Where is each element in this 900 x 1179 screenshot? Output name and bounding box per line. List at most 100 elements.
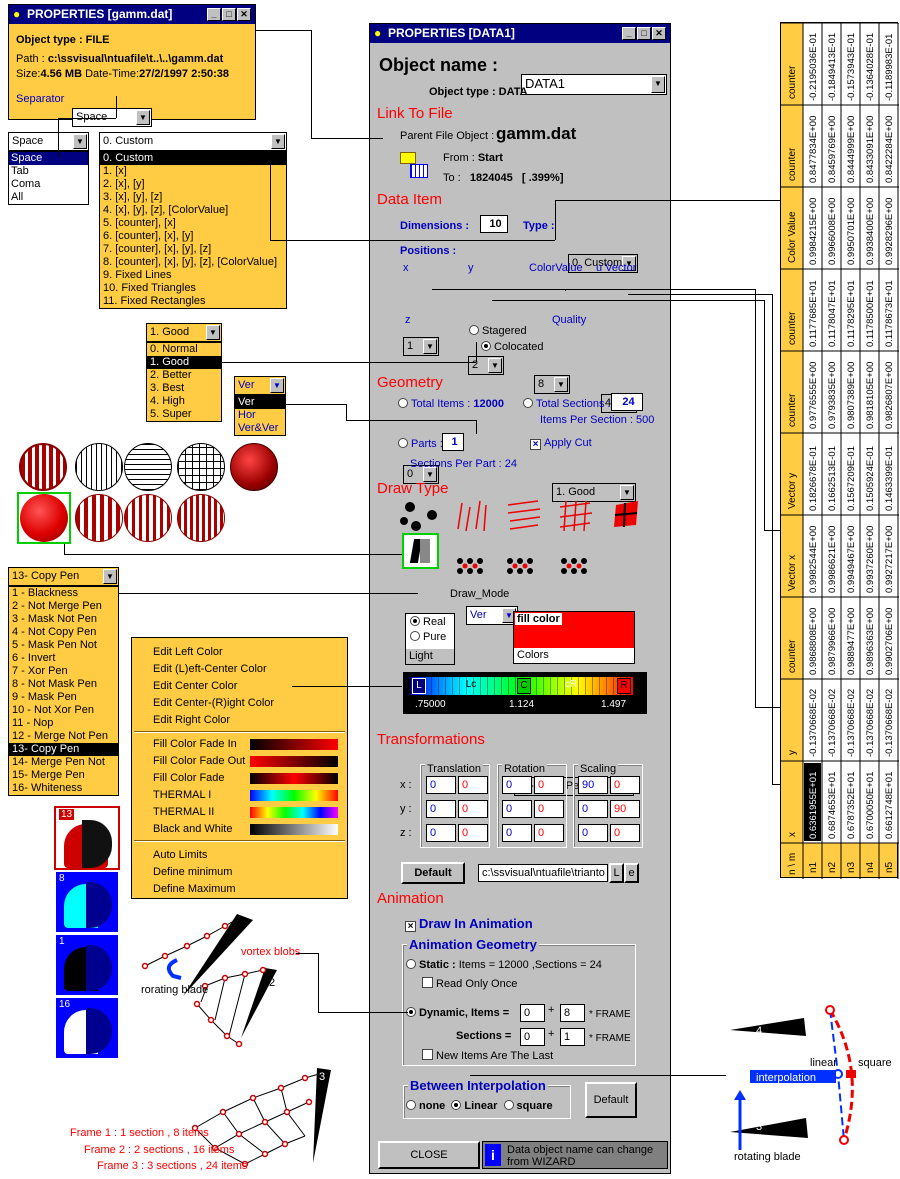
sc-input[interactable]: 90 bbox=[610, 800, 640, 818]
pen-preview-1[interactable]: 1 bbox=[56, 935, 118, 995]
pen-option[interactable]: 11 - Nop bbox=[12, 717, 54, 729]
read-only-once-checkbox[interactable]: Read Only Once bbox=[422, 977, 517, 990]
colocated-radio[interactable]: Colocated bbox=[481, 341, 544, 353]
color-menu-item[interactable]: Fill Color Fade Out bbox=[153, 755, 246, 767]
staggered-radio[interactable]: Stagered bbox=[469, 325, 527, 337]
rot-input[interactable]: 0 bbox=[534, 776, 564, 794]
fill-color-swatch[interactable]: fill color Colors bbox=[513, 611, 635, 664]
pen-dropdown-select[interactable]: 13- Copy Pen▼ bbox=[8, 567, 119, 586]
draw-in-animation-checkbox[interactable]: ×Draw In Animation bbox=[405, 916, 533, 932]
tr-input[interactable]: 0 bbox=[426, 824, 456, 842]
rot-input[interactable]: 0 bbox=[502, 776, 532, 794]
pen-option[interactable]: 14- Merge Pen Not bbox=[12, 756, 105, 768]
quality-option[interactable]: 5. Super bbox=[150, 408, 192, 420]
draw-type-surface[interactable] bbox=[614, 501, 638, 528]
pen-option[interactable]: 2 - Not Merge Pen bbox=[12, 600, 102, 612]
sphere-preview-6[interactable] bbox=[20, 494, 68, 542]
quality-dropdown-select[interactable]: 1. Good▼ bbox=[146, 323, 222, 342]
draw-type-grid[interactable] bbox=[559, 500, 593, 532]
square-radio[interactable]: square bbox=[503, 1100, 553, 1112]
y-select[interactable]: 2▼ bbox=[468, 356, 504, 375]
type-dropdown-select[interactable]: 0. Custom▼ bbox=[99, 132, 287, 151]
rot-input[interactable]: 0 bbox=[502, 824, 532, 842]
parts-radio[interactable]: Parts : bbox=[398, 438, 443, 450]
parts-direction-select[interactable]: Ver▼ bbox=[466, 606, 518, 625]
tr-input[interactable]: 0 bbox=[426, 776, 456, 794]
close-button[interactable]: CLOSE bbox=[378, 1141, 480, 1169]
pen-option[interactable]: 5 - Mask Pen Not bbox=[12, 639, 97, 651]
color-menu-item[interactable]: Fill Color Fade bbox=[153, 772, 225, 784]
color-menu-item[interactable]: Fill Color Fade In bbox=[153, 738, 237, 750]
quality-option[interactable]: 0. Normal bbox=[150, 343, 198, 355]
sphere-preview-5[interactable] bbox=[230, 443, 278, 491]
new-items-last-checkbox[interactable]: New Items Are The Last bbox=[422, 1049, 553, 1062]
pen-preview-8[interactable]: 8 bbox=[56, 872, 118, 932]
z-select[interactable]: 0▼ bbox=[403, 465, 439, 484]
color-menu-item[interactable]: Auto Limits bbox=[153, 849, 208, 861]
static-radio[interactable]: Static : Items = 12000 ,Sections = 24 bbox=[406, 959, 602, 971]
color-menu-item[interactable]: Edit Center Color bbox=[153, 680, 238, 692]
type-option[interactable]: 10. Fixed Triangles bbox=[103, 282, 196, 294]
ver-dropdown-select[interactable]: Ver▼ bbox=[234, 376, 286, 395]
sc-input[interactable]: 0 bbox=[578, 800, 608, 818]
parts-input[interactable]: 1 bbox=[442, 433, 464, 451]
maximize-button[interactable]: □ bbox=[222, 8, 236, 21]
rot-input[interactable]: 0 bbox=[534, 800, 564, 818]
tr-input[interactable]: 0 bbox=[458, 824, 488, 842]
type-option[interactable]: 5. [counter], [x] bbox=[103, 217, 176, 229]
dimensions-input[interactable]: 10 bbox=[480, 215, 508, 233]
separator-option[interactable]: Coma bbox=[11, 178, 41, 190]
bar-right-marker[interactable]: R bbox=[617, 678, 631, 694]
ver-option[interactable]: Ver bbox=[235, 396, 285, 409]
sc-input[interactable]: 0 bbox=[610, 824, 640, 842]
color-menu-item[interactable]: Black and White bbox=[153, 823, 233, 835]
bar-center-marker[interactable]: C bbox=[517, 678, 531, 694]
pen-option[interactable]: 10 - Not Xor Pen bbox=[12, 704, 94, 716]
l-button[interactable]: L bbox=[609, 863, 624, 883]
sc-input[interactable]: 90 bbox=[578, 776, 608, 794]
maximize-button[interactable]: □ bbox=[637, 27, 651, 40]
apply-cut-checkbox[interactable]: ×Apply Cut bbox=[530, 437, 592, 450]
pen-option[interactable]: 9 - Mask Pen bbox=[12, 691, 77, 703]
draw-type-lines[interactable] bbox=[457, 500, 487, 532]
pure-radio[interactable]: Pure bbox=[410, 631, 446, 643]
type-option[interactable]: 8. [counter], [x], [y], [z], [ColorValue… bbox=[103, 256, 278, 268]
e-button[interactable]: e bbox=[624, 863, 639, 883]
rot-input[interactable]: 0 bbox=[502, 800, 532, 818]
separator-select[interactable]: Space▼ bbox=[72, 108, 152, 127]
type-option[interactable]: 4. [x], [y], [z], [ColorValue] bbox=[103, 204, 229, 216]
type-option[interactable]: 0. Custom bbox=[100, 152, 286, 165]
colorvalue-select[interactable]: 8▼ bbox=[534, 375, 570, 394]
color-menu-item[interactable]: THERMAL II bbox=[153, 806, 215, 818]
pen-option[interactable]: 12 - Merge Not Pen bbox=[12, 730, 108, 742]
type-option[interactable]: 6. [counter], [x], [y] bbox=[103, 230, 194, 242]
sc-input[interactable]: 0 bbox=[610, 776, 640, 794]
total-items-radio[interactable]: Total Items : 12000 bbox=[398, 398, 504, 410]
pen-option[interactable]: 7 - Xor Pen bbox=[12, 665, 68, 677]
color-menu-item[interactable]: Edit Left Color bbox=[153, 646, 223, 658]
separator-option[interactable]: Tab bbox=[11, 165, 29, 177]
default-interp-button[interactable]: Default bbox=[585, 1082, 637, 1118]
object-name-select[interactable]: DATA1▼ bbox=[521, 74, 667, 95]
total-sections-radio[interactable]: Total Sections : bbox=[523, 398, 611, 410]
tr-input[interactable]: 0 bbox=[458, 776, 488, 794]
real-radio[interactable]: Real bbox=[410, 616, 446, 628]
quality-option[interactable]: 2. Better bbox=[150, 369, 192, 381]
type-option[interactable]: 2. [x], [y] bbox=[103, 178, 145, 190]
pen-option[interactable]: 4 - Not Copy Pen bbox=[12, 626, 97, 638]
pen-option[interactable]: 6 - Invert bbox=[12, 652, 56, 664]
pen-preview-13[interactable]: 13 bbox=[54, 806, 120, 870]
tr-input[interactable]: 0 bbox=[426, 800, 456, 818]
default-button[interactable]: Default bbox=[401, 862, 465, 884]
draw-type-points[interactable] bbox=[400, 502, 437, 531]
sphere-preview-8[interactable] bbox=[124, 494, 172, 542]
draw-type-solid-selected[interactable] bbox=[402, 533, 439, 569]
